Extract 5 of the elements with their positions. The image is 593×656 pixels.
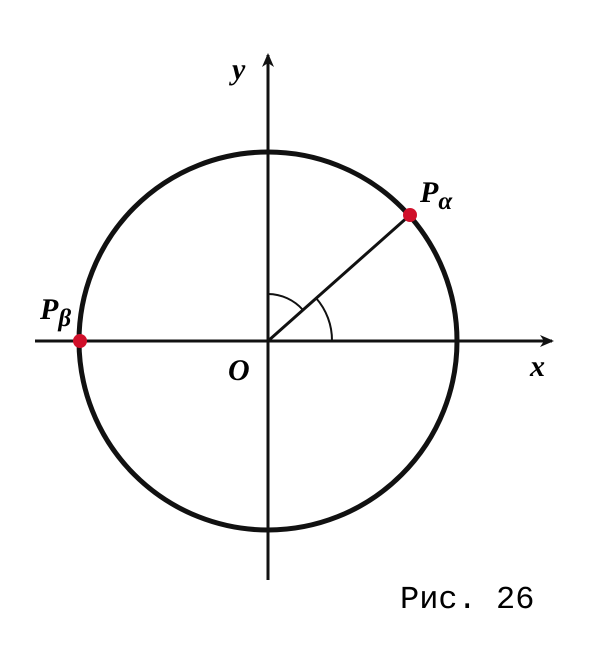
point-label: P$_{β}$ bbox=[40, 295, 72, 331]
figure-caption: Рис. 26 bbox=[400, 584, 534, 616]
point-label: P$_{α}$ bbox=[420, 178, 452, 214]
axis-label: x bbox=[530, 352, 545, 382]
origin-label: O bbox=[228, 356, 250, 386]
